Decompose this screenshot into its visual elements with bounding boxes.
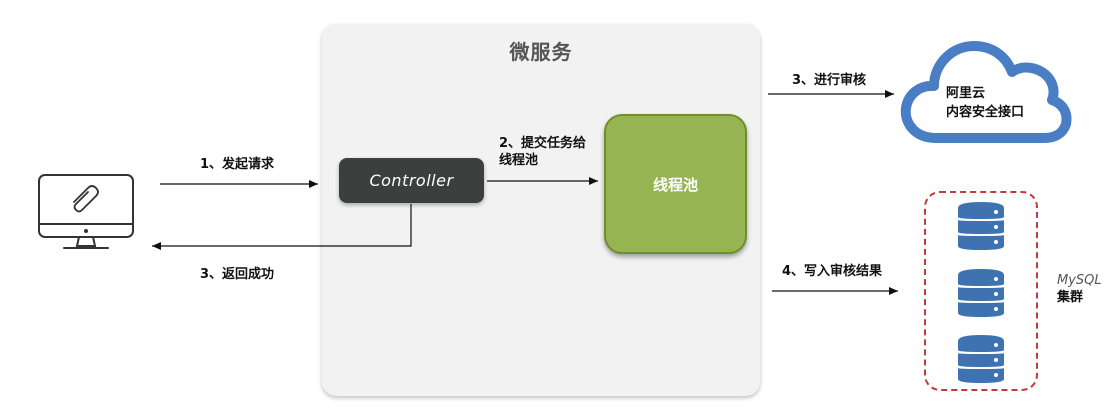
- database-icon: [958, 269, 1004, 317]
- step1-label: 1、发起请求: [200, 157, 275, 172]
- step2-label-line2: 线程池: [499, 153, 539, 168]
- step2-label-line1: 2、提交任务给: [499, 136, 587, 151]
- controller-node: Controller: [339, 158, 484, 203]
- thread-pool-node: 线程池: [604, 114, 747, 254]
- database-icon: [958, 335, 1004, 383]
- return-arrow: [152, 204, 412, 250]
- mysql-label-line2: 集群: [1057, 290, 1084, 305]
- cloud-label: 阿里云 内容安全接口: [946, 84, 1046, 122]
- cloud-label-line1: 阿里云: [946, 86, 986, 101]
- mysql-cluster-border: [924, 191, 1038, 391]
- microservice-title: 微服务: [509, 40, 573, 64]
- step3-return-label: 3、返回成功: [200, 267, 275, 282]
- step3-review-label: 3、进行审核: [792, 73, 867, 88]
- database-icon: [958, 202, 1004, 250]
- cloud-icon: [900, 41, 1072, 143]
- mysql-label-line1: MySQL: [1057, 273, 1102, 288]
- mysql-cluster-label: MySQL 集群: [1057, 272, 1102, 306]
- computer-monitor-icon: [38, 174, 134, 249]
- cloud-label-line2: 内容安全接口: [946, 105, 1025, 120]
- step4-label: 4、写入审核结果: [782, 264, 883, 279]
